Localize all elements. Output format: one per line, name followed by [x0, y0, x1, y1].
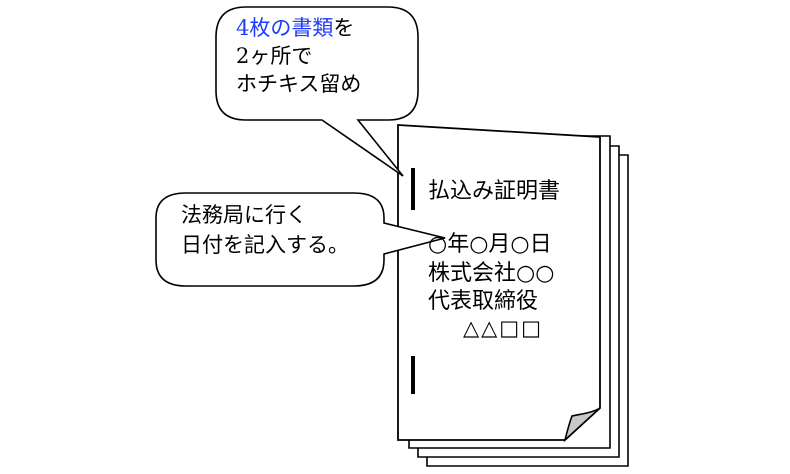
callout-top-balloon: [215, 6, 419, 177]
callout-top-line2: 2ヶ所で: [236, 44, 313, 68]
document-date: ○年○月○日: [428, 232, 552, 257]
staple-bottom: [411, 356, 415, 394]
document-name: △△□□: [463, 316, 543, 340]
callout-top-line1-rest: を: [333, 16, 355, 40]
document-role: 代表取締役: [428, 289, 539, 314]
sheet-corner-curl: [563, 407, 601, 443]
callout-left-line1: 法務局に行く: [181, 203, 307, 227]
staple-top: [411, 168, 415, 210]
callout-left-balloon: [155, 192, 446, 287]
document-company: 株式会社○○: [428, 261, 555, 286]
callout-top-line3: ホチキス留め: [236, 72, 362, 96]
callout-top-line1: 4枚の書類を: [236, 15, 354, 41]
callout-left-line2: 日付を記入する。: [181, 233, 349, 257]
document-title: 払込み証明書: [428, 179, 561, 204]
callout-top-accent: 4枚の書類: [236, 16, 334, 40]
